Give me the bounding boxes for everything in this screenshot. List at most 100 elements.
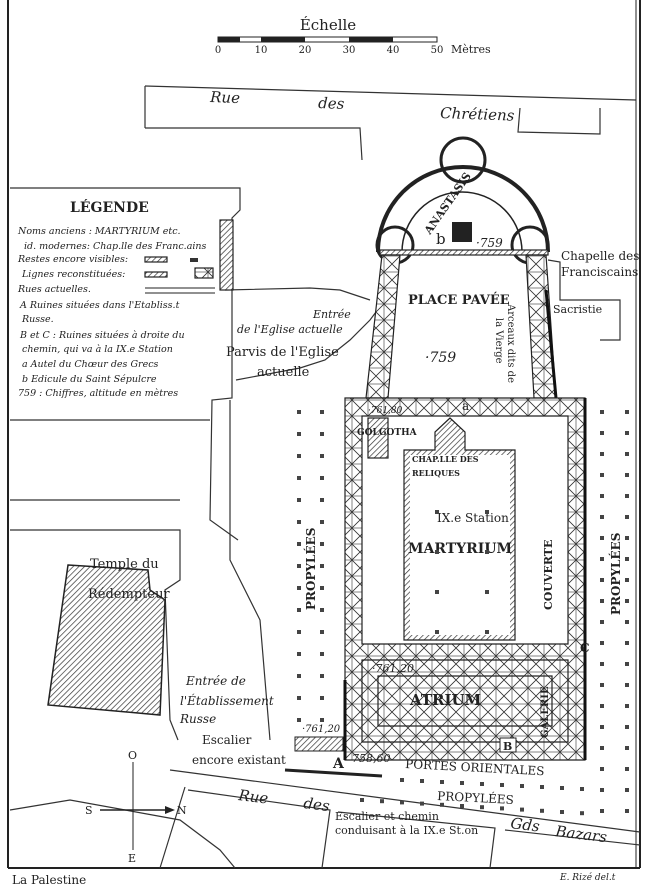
column-marker [600, 536, 604, 540]
compass-rose: O S N E [85, 749, 187, 865]
legend-reconstructed-symbol [144, 271, 168, 278]
column-marker [420, 779, 424, 783]
column-marker [320, 586, 324, 590]
scale-tick: 50 [431, 45, 444, 56]
column-marker [560, 810, 564, 814]
entree-eglise-label: Entrée [312, 308, 351, 321]
column-marker [320, 630, 324, 634]
column-marker [600, 641, 604, 645]
legend-line: chemin, qui va à la IX.e Station [22, 344, 173, 355]
column-marker [320, 674, 324, 678]
etablissement-russe-label: Entrée de [185, 674, 246, 688]
temple-label: Temple du [90, 557, 159, 572]
staircase [219, 219, 234, 291]
etablissement-russe-label: l'Établissement [180, 693, 274, 708]
column-marker [297, 432, 301, 436]
column-marker [560, 786, 564, 790]
column-marker [600, 515, 604, 519]
martyrium-label: MARTYRIUM [408, 541, 512, 557]
scale-tick: 0 [215, 45, 221, 56]
column-marker [297, 476, 301, 480]
column-marker [600, 767, 604, 771]
column-marker [297, 410, 301, 414]
parvis-label: Parvis de l'Eglise [226, 345, 339, 360]
propylees-left-label: PROPYLÉES [303, 528, 318, 610]
column-marker [297, 696, 301, 700]
column-marker [320, 542, 324, 546]
label-a: a [462, 399, 469, 413]
column-marker [625, 788, 629, 792]
chemin-label: Escalier et chemin [335, 810, 439, 823]
legend-title: LÉGENDE [70, 198, 149, 216]
scale-bar: Échelle 0 10 20 30 40 50 Mètres [215, 16, 491, 56]
column-marker [320, 498, 324, 502]
legend-line: a Autel du Chœur des Grecs [22, 359, 159, 370]
column-marker [625, 494, 629, 498]
column-marker [600, 494, 604, 498]
etablissement-russe-label: Russe [179, 712, 216, 726]
column-marker [320, 718, 324, 722]
chapelle-franciscains-label: Chapelle des [561, 249, 639, 263]
column-marker [625, 473, 629, 477]
altitude-label: ·759 [476, 236, 503, 250]
column-marker [600, 431, 604, 435]
column-marker [600, 620, 604, 624]
legend-line: B et C : Ruines situées à droite du [19, 330, 185, 341]
column-marker [297, 454, 301, 458]
column-marker [600, 704, 604, 708]
column-marker [440, 780, 444, 784]
column-marker [320, 410, 324, 414]
column-marker [320, 696, 324, 700]
compass-north: N [177, 804, 187, 817]
legend: LÉGENDE Noms anciens : MARTYRIUM etc. id… [17, 198, 215, 399]
column-marker [625, 410, 629, 414]
footer-credit: E. Rizé del.t [559, 872, 616, 883]
ninth-station-label: IX.e Station [437, 511, 509, 525]
chapelle-reliques-label: RELIQUES [412, 468, 460, 478]
column-marker [625, 515, 629, 519]
column-marker [320, 564, 324, 568]
label-b-ruins: B [503, 740, 512, 753]
column-marker [580, 811, 584, 816]
column-marker [600, 662, 604, 666]
street-name: Gds [510, 814, 542, 835]
propylaea-columns [297, 410, 629, 816]
map-labels: PROPYLÉES PROPYLÉES Entrée de l'Eglise a… [47, 308, 623, 837]
entree-eglise-label: de l'Eglise actuelle [237, 323, 343, 336]
column-marker [580, 787, 584, 791]
chemin-label: conduisant à la IX.e St.on [335, 824, 478, 837]
column-marker [435, 590, 439, 594]
column-marker [600, 683, 604, 687]
chapelle-reliques-label: CHAP.LLE DES [412, 454, 479, 464]
legend-line: 759 : Chiffres, altitude en mètres [18, 388, 178, 399]
column-marker [297, 586, 301, 590]
column-marker [460, 781, 464, 785]
column-marker [600, 557, 604, 561]
place-pavee-label: PLACE PAVÉE [408, 292, 510, 308]
compass-south: S [85, 804, 93, 817]
legend-remains-symbol [144, 256, 168, 263]
column-marker [435, 550, 439, 554]
column-marker [625, 620, 629, 624]
column-marker [380, 799, 384, 804]
label-c: C [580, 641, 590, 655]
legend-line: Lignes reconstituées: [21, 269, 125, 280]
legend-line: b Edicule du Saint Sépulcre [22, 374, 157, 385]
parvis-label: actuelle [257, 365, 310, 380]
column-marker [320, 476, 324, 480]
street-name: Rue [237, 786, 270, 808]
holy-sepulchre-edicule [452, 222, 472, 242]
column-marker [485, 550, 489, 554]
galerie-label: GALERIE [540, 686, 551, 738]
column-marker [520, 807, 524, 812]
column-marker [600, 746, 604, 750]
column-marker [297, 652, 301, 656]
legend-line: Russe. [21, 314, 54, 325]
altitude-label: ·759 [425, 350, 456, 366]
scale-unit: Mètres [451, 43, 491, 56]
street-names: Rue des Chrétiens Rue des Gds Bazars [209, 88, 608, 846]
anastasis-rotunda: ANASTASIS b ·759 [375, 136, 550, 265]
column-marker [297, 630, 301, 634]
arceaux-label: la Vierge [493, 318, 504, 364]
escalier-label: encore existant [192, 753, 286, 767]
